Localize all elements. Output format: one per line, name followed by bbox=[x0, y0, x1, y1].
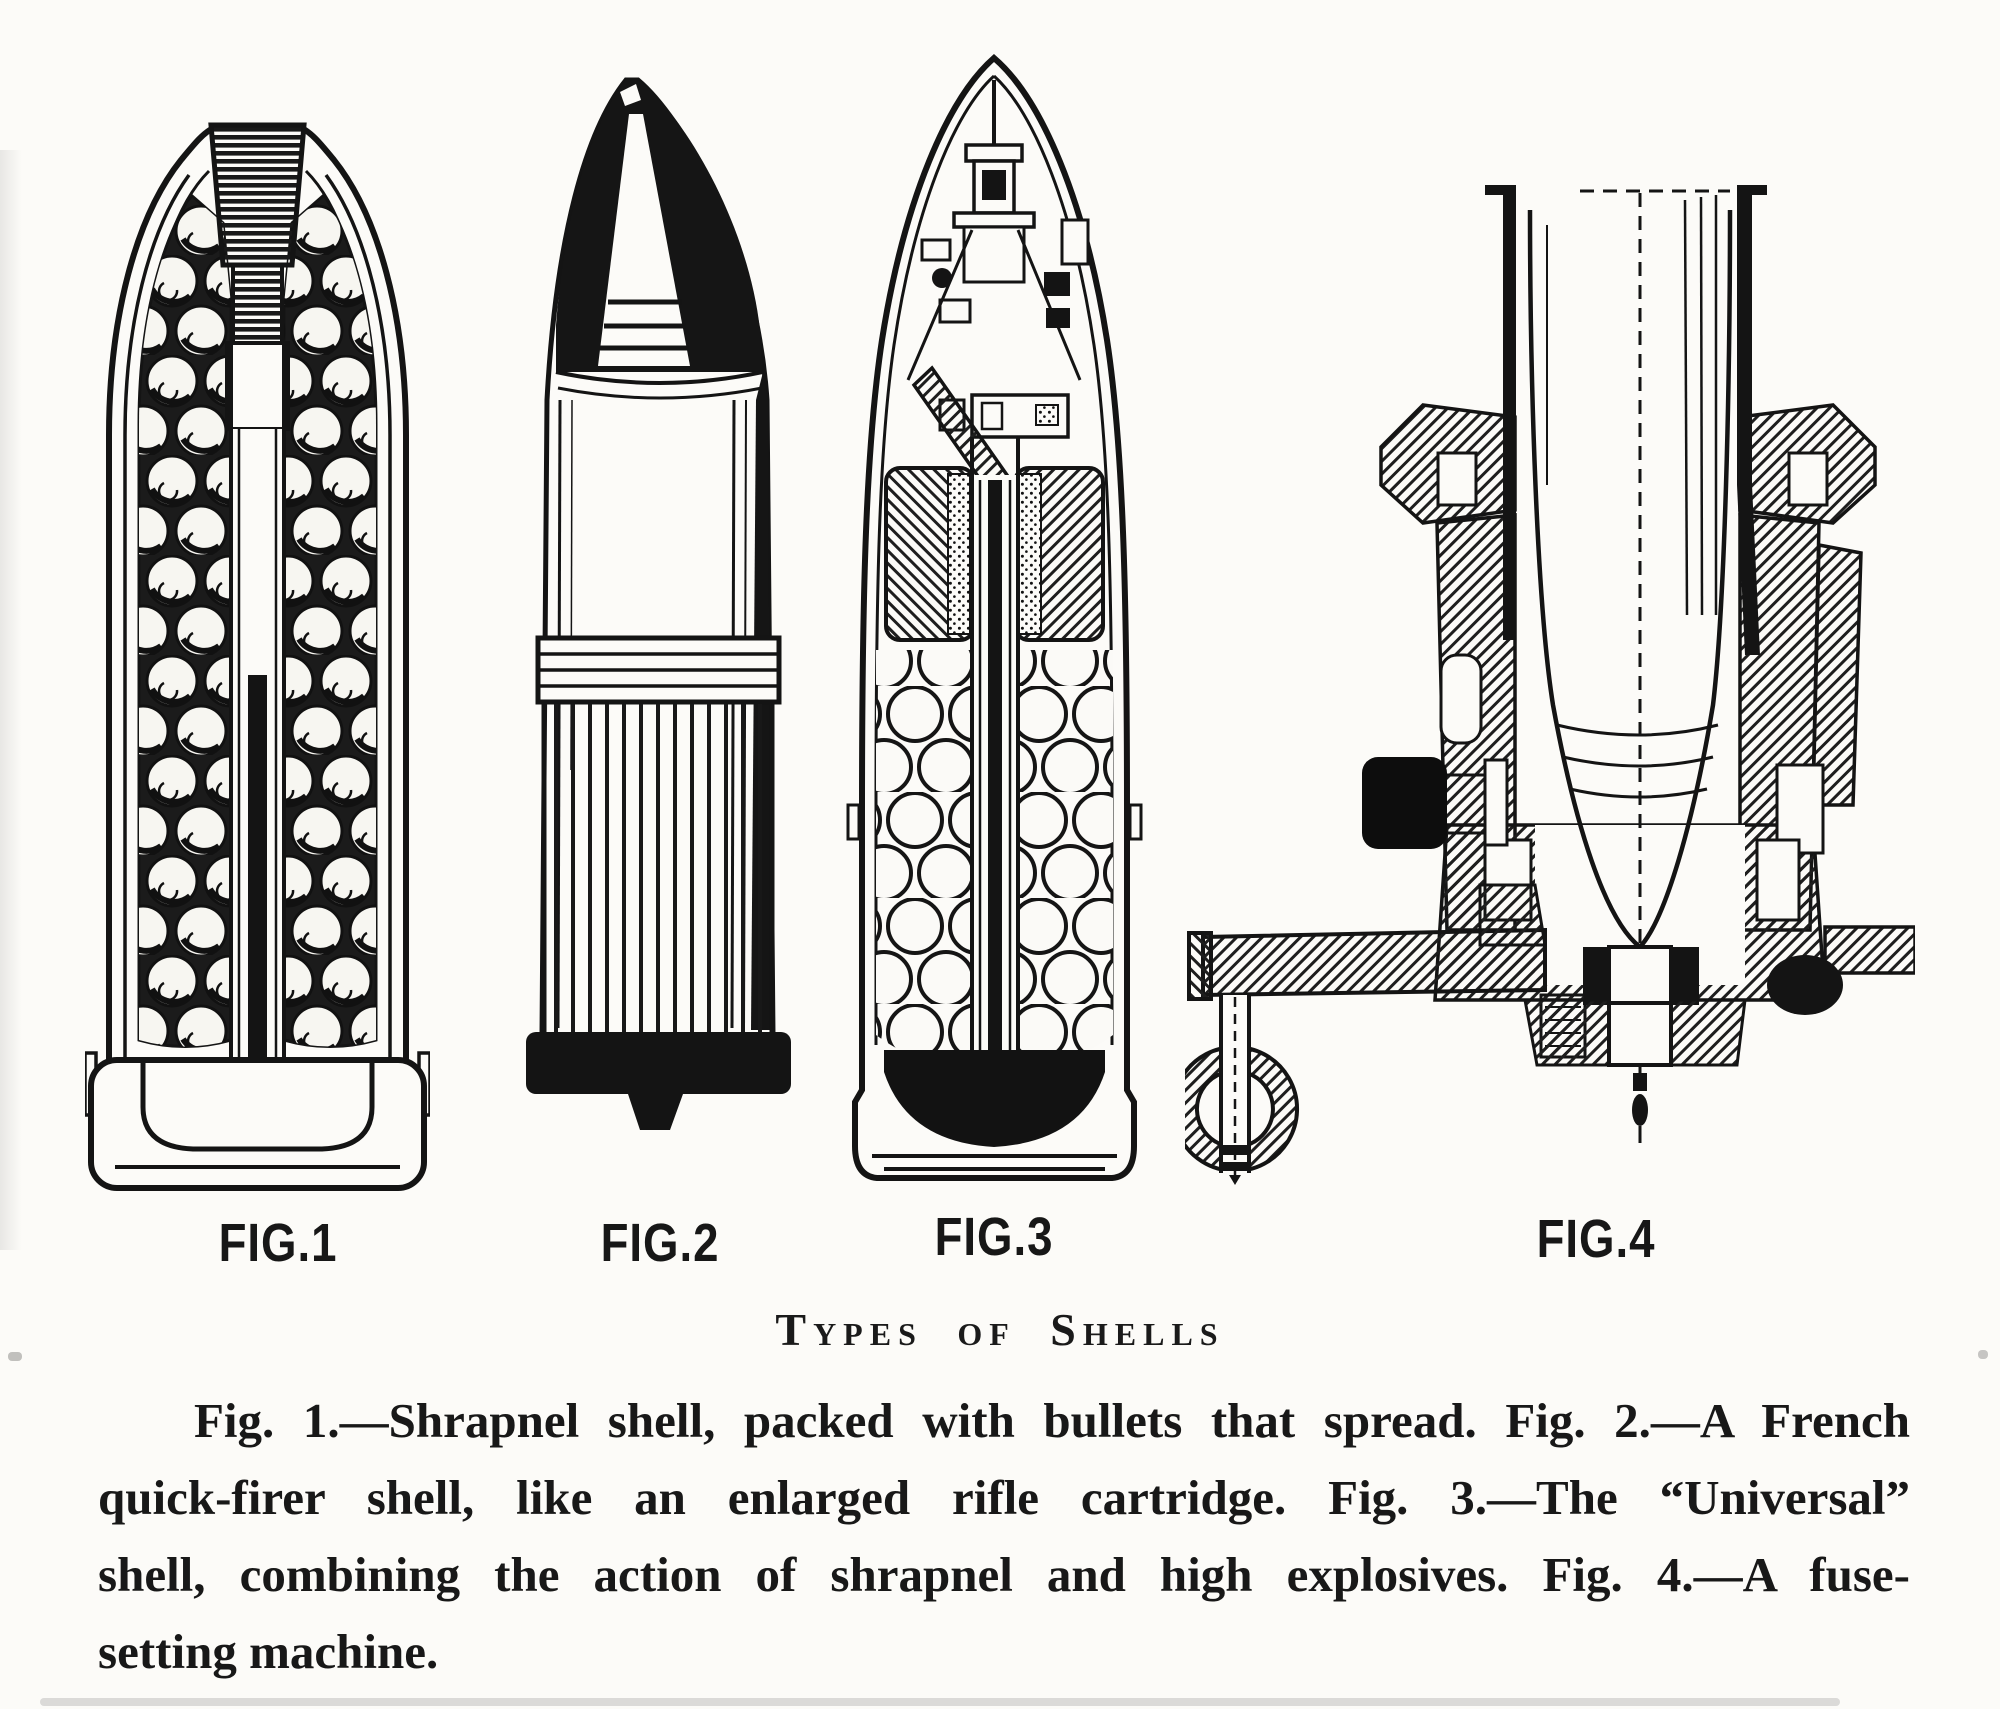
fig4-label: FIG.4 bbox=[1536, 1209, 1656, 1270]
scan-smudge-bottom bbox=[40, 1698, 1840, 1706]
fig4-drawing-fuse-setting-machine bbox=[1185, 185, 1915, 1185]
ink-speck-right bbox=[1978, 1350, 1988, 1359]
scan-gutter-shadow bbox=[0, 150, 22, 1250]
plate-title: Types of Shells bbox=[775, 1304, 1225, 1355]
caption-line-2: quick-firer shell, like an enlarged rifl… bbox=[98, 1470, 1910, 1525]
caption-line-3: shell, combining the action of shrapnel … bbox=[98, 1547, 1910, 1602]
ink-speck-left bbox=[8, 1352, 22, 1361]
fig3-label: FIG.3 bbox=[934, 1207, 1054, 1268]
caption-line-1: Fig. 1.—Shrapnel shell, packed with bull… bbox=[194, 1393, 1910, 1448]
figure-caption: Fig. 1.—Shrapnel shell, packed with bull… bbox=[98, 1382, 1910, 1690]
fig3-drawing-universal-shell bbox=[822, 50, 1167, 1185]
caption-line-4: setting machine. bbox=[98, 1624, 439, 1679]
fig2-label: FIG.2 bbox=[600, 1213, 720, 1274]
fig1-drawing-shrapnel-shell bbox=[85, 55, 430, 1195]
fig2-drawing-quick-firer-shell bbox=[520, 70, 795, 1185]
fig1-label: FIG.1 bbox=[218, 1213, 338, 1274]
